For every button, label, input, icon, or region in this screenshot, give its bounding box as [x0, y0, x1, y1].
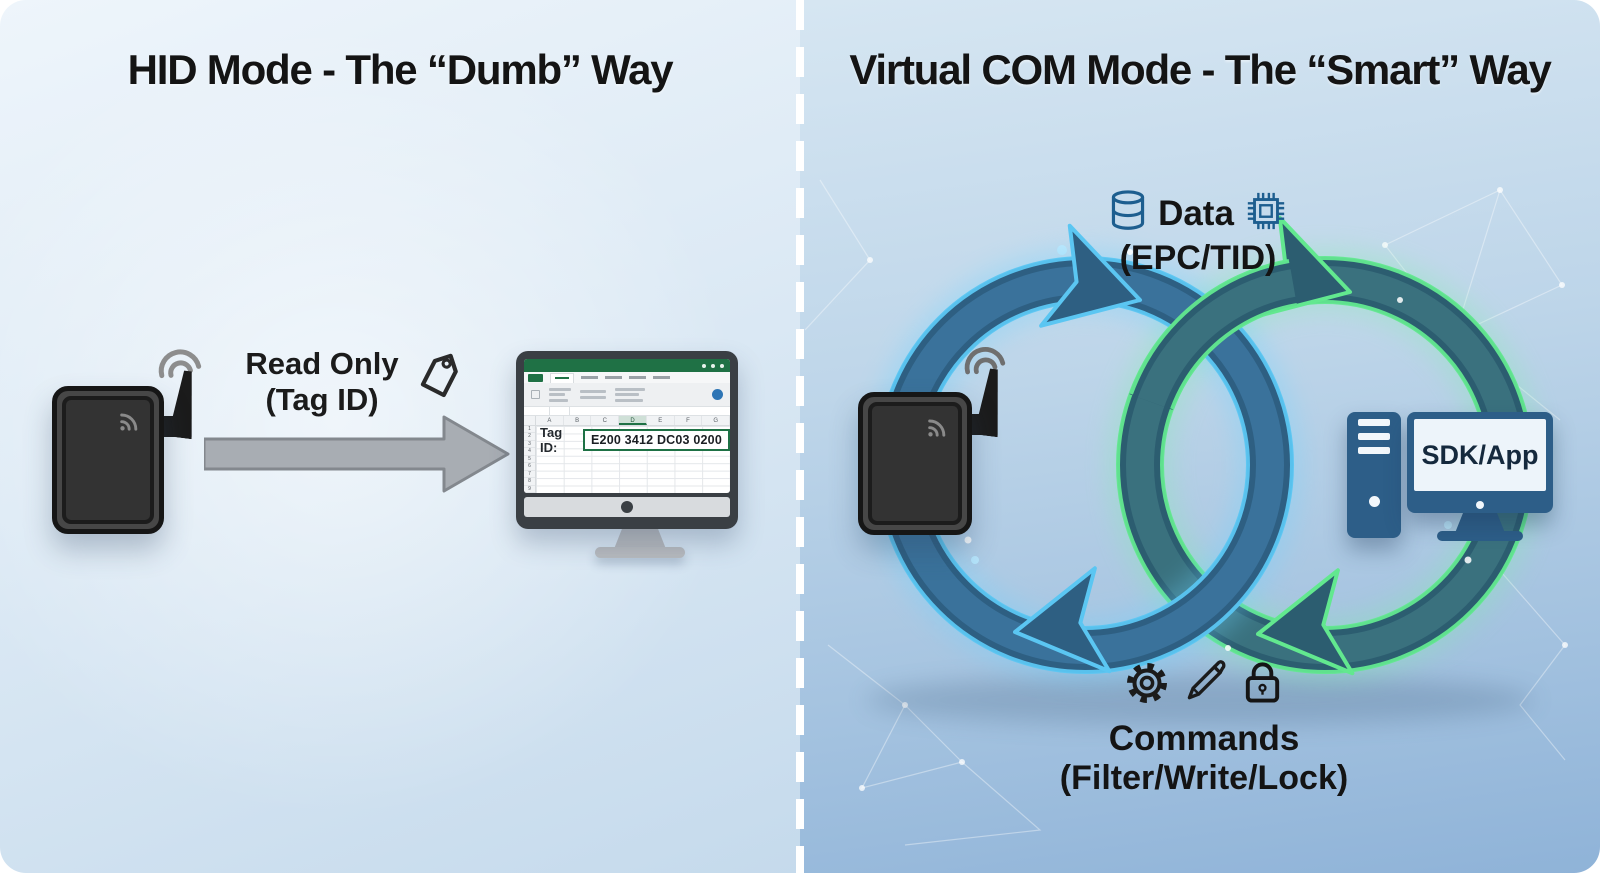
sdk-monitor-stand: [1455, 513, 1505, 533]
lock-icon: [1239, 656, 1286, 711]
sdk-monitor: SDK/App: [1407, 412, 1553, 513]
column-header: G: [702, 416, 730, 425]
pencil-icon: [1180, 656, 1230, 711]
database-icon: [1108, 188, 1148, 239]
tag-icon: [410, 348, 468, 411]
monitor-button: [1476, 501, 1484, 509]
tag-id-value-cell: E200 3412 DC03 0200: [583, 429, 730, 451]
column-header: E: [647, 416, 675, 425]
sdk-app-label: SDK/App: [1414, 419, 1546, 491]
monitor-stand: [614, 528, 666, 549]
data-label: Data: [1158, 193, 1234, 233]
reader-face: [62, 396, 154, 524]
excel-file-tab: [528, 373, 543, 382]
monitor-button: [621, 501, 633, 513]
hid-mode-title: HID Mode - The “Dumb” Way: [127, 46, 674, 93]
reader-face: [868, 402, 962, 525]
monitor-stand-base: [595, 547, 685, 558]
excel-column-headers: A B C D E F G: [524, 416, 730, 426]
ring-sparkles: [964, 249, 1472, 651]
command-flow-cluster: Commands (Filter/Write/Lock): [1044, 656, 1364, 798]
computer-tower: [1347, 412, 1401, 538]
flow-label-line2: (Tag ID): [265, 381, 379, 417]
data-flow-cluster: Data (EPC/TID): [1088, 188, 1308, 278]
wifi-signal-icon: [115, 405, 145, 440]
excel-home-tab: [550, 372, 574, 383]
excel-ribbon-tabs: [524, 372, 730, 383]
column-header: C: [591, 416, 620, 425]
commands-sublabel: (Filter/Write/Lock): [1059, 759, 1349, 797]
wifi-signal-icon: [923, 411, 953, 446]
rfid-reader-right: [858, 392, 972, 535]
flow-label-line1: Read Only: [245, 346, 399, 381]
ring-shadow: [865, 674, 1535, 726]
column-header: F: [675, 416, 703, 425]
wifi-signal-icon: [956, 338, 1014, 385]
blue-arrowhead-bottom: [1013, 566, 1112, 674]
commands-label: Commands: [1108, 719, 1300, 758]
column-header-selected: D: [619, 416, 647, 425]
sdk-monitor-stand-base: [1437, 531, 1523, 541]
panel-divider: [796, 0, 804, 873]
data-sublabel: (EPC/TID): [1119, 239, 1277, 277]
excel-formula-bar: [524, 407, 730, 416]
blue-arrowhead-top: [1039, 223, 1142, 328]
excel-titlebar: [524, 359, 730, 372]
column-header: A: [536, 416, 564, 425]
tag-id-label: Tag ID:: [540, 425, 563, 455]
column-header: B: [564, 416, 592, 425]
one-way-arrow: [202, 412, 516, 507]
excel-ribbon: [524, 383, 730, 407]
chip-icon: [1244, 189, 1288, 238]
green-arrowhead-bottom: [1256, 568, 1355, 676]
vcom-mode-title: Virtual COM Mode - The “Smart” Way: [849, 46, 1551, 93]
monitor-chin: [524, 497, 730, 517]
rfid-reader-left: [52, 386, 164, 534]
flow-label: Read Only (Tag ID): [232, 346, 412, 418]
ring-interlock-overlay: [1129, 259, 1298, 411]
gear-icon: [1123, 656, 1171, 711]
wifi-signal-icon: [150, 340, 210, 389]
excel-share-icon: [712, 389, 723, 400]
tag-id-row: Tag ID: E200 3412 DC03 0200: [540, 425, 730, 455]
